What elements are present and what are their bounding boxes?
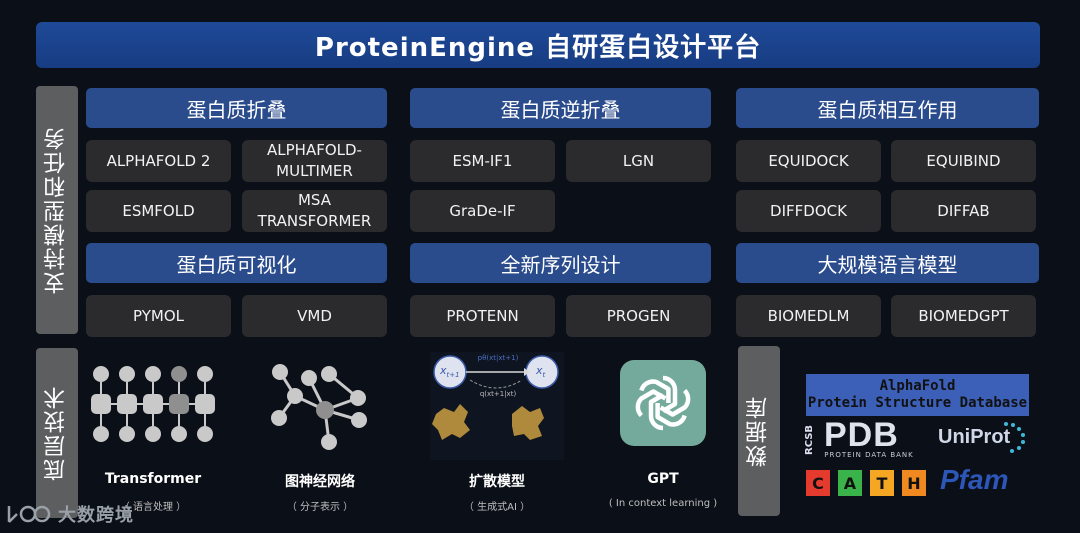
cath-letter-c: C [806,470,830,496]
tech-title-transformer: Transformer [104,471,202,487]
watermark-text: 大数跨境 [58,505,134,526]
page-title: ProteinEngine 自研蛋白设计平台 [36,22,1040,68]
side-label-database: 数据库 [738,346,780,516]
cath-letter-t: T [870,470,894,496]
side-label-tech: 底层技术 [36,348,78,518]
openai-logo-icon [620,360,706,446]
category-header-visualization: 蛋白质可视化 [86,243,387,283]
alphafold-db-logo: AlphaFold Protein Structure Database [806,374,1029,416]
tool-progen[interactable]: PROGEN [566,295,711,337]
side-label-tasks: 支持模型和任务 [36,86,78,334]
diffusion-forward-label: pθ(xt|xt+1) [477,354,519,362]
tool-alphafold2[interactable]: ALPHAFOLD 2 [86,140,231,182]
graph-network-icon [271,364,367,450]
tech-title-diffusion: 扩散模型 [469,474,525,490]
tech-sub-diffusion: （ 生成式AI ） [463,502,531,513]
tech-sub-gpt: ( In context learning ) [608,498,718,509]
alphafold-db-line1: AlphaFold [879,378,956,394]
diffusion-node-xt1: xt+1 [440,364,460,380]
tool-biomedlm[interactable]: BIOMEDLM [736,295,881,337]
tool-esm-if1[interactable]: ESM-IF1 [410,140,555,182]
diffusion-reverse-label: q(xt+1|xt) [479,390,517,398]
category-header-sequence-design: 全新序列设计 [410,243,711,283]
tool-alphafold-multimer[interactable]: ALPHAFOLD- MULTIMER [242,140,387,182]
category-header-llm: 大规模语言模型 [736,243,1039,283]
tool-pymol[interactable]: PYMOL [86,295,231,337]
alphafold-db-line2: Protein Structure Database [807,395,1028,411]
tool-grade-if[interactable]: GraDe-IF [410,190,555,232]
category-header-folding: 蛋白质折叠 [86,88,387,128]
category-header-interaction: 蛋白质相互作用 [736,88,1039,128]
pdb-logo: PDB [824,416,899,454]
cath-letter-h: H [902,470,926,496]
tool-msa-transformer[interactable]: MSA TRANSFORMER [242,190,387,232]
tool-diffab[interactable]: DIFFAB [891,190,1036,232]
tech-sub-transformer: （ 语言处理 ） [119,502,187,513]
tool-equibind[interactable]: EQUIBIND [891,140,1036,182]
tool-biomedgpt[interactable]: BIOMEDGPT [891,295,1036,337]
tool-equidock[interactable]: EQUIDOCK [736,140,881,182]
tool-vmd[interactable]: VMD [242,295,387,337]
transformer-grid-icon [91,366,215,442]
diffusion-icon: xt+1 xt pθ(xt|xt+1) q(xt+1|xt) [430,352,564,460]
tool-diffdock[interactable]: DIFFDOCK [736,190,881,232]
cath-letter-a: A [838,470,862,496]
uniprot-dots-icon [1004,422,1025,453]
tool-lgn[interactable]: LGN [566,140,711,182]
tool-protenn[interactable]: PROTENN [410,295,555,337]
pfam-logo: Pfam [940,464,1009,495]
category-header-inverse-folding: 蛋白质逆折叠 [410,88,711,128]
watermark-logo-icon [7,505,51,523]
tech-title-gnn: 图神经网络 [285,474,355,490]
tech-sub-gnn: （ 分子表示 ） [286,502,354,513]
diffusion-node-xt: xt [536,364,546,380]
tool-esmfold[interactable]: ESMFOLD [86,190,231,232]
uniprot-logo: UniProt [938,426,1011,448]
tech-title-gpt: GPT [647,471,679,487]
pdb-subtitle: PROTEIN DATA BANK [824,451,914,459]
watermark: 大数跨境 [6,500,156,528]
